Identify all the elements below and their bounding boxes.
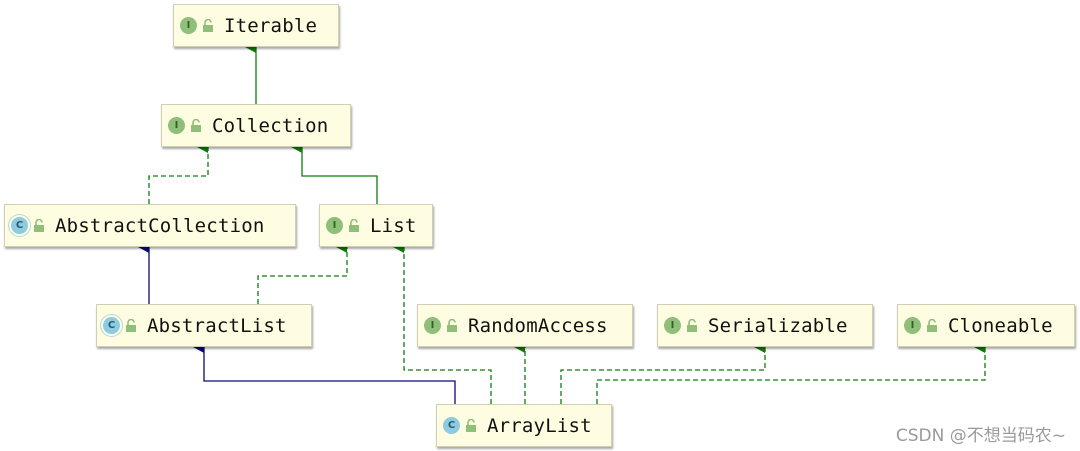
interface-icon: I: [664, 317, 681, 334]
unlocked-icon: [203, 18, 213, 32]
node-random-access[interactable]: I RandomAccess: [417, 304, 633, 347]
interface-icon: I: [326, 217, 343, 234]
unlocked-icon: [927, 318, 937, 332]
node-label: RandomAccess: [468, 314, 608, 337]
node-label: ArrayList: [487, 414, 592, 437]
node-label: List: [370, 214, 417, 237]
unlocked-icon: [349, 218, 359, 232]
node-array-list[interactable]: C ArrayList: [436, 404, 612, 447]
unlocked-icon: [687, 318, 697, 332]
edge-abstract_collection-to-collection: [148, 141, 209, 204]
node-abstract-list[interactable]: C AbstractList: [96, 304, 312, 347]
edge-abstract_list-to-list: [257, 241, 348, 304]
unlocked-icon: [126, 318, 136, 332]
node-label: Iterable: [224, 14, 318, 37]
node-label: AbstractList: [147, 314, 287, 337]
edge-array_list-to-list: [393, 241, 492, 404]
abstract-class-icon: C: [103, 317, 120, 334]
watermark: CSDN @不想当码农~: [895, 426, 1066, 446]
interface-icon: I: [180, 17, 197, 34]
node-collection[interactable]: I Collection: [161, 104, 351, 147]
node-abstract-collection[interactable]: C AbstractCollection: [4, 204, 296, 247]
node-label: Cloneable: [948, 314, 1053, 337]
node-label: Collection: [212, 114, 329, 137]
edge-array_list-to-serializable: [560, 341, 766, 404]
node-list[interactable]: I List: [319, 204, 433, 247]
node-serializable[interactable]: I Serializable: [657, 304, 873, 347]
interface-icon: I: [168, 117, 185, 134]
edge-array_list-to-abstract_list: [193, 341, 456, 404]
abstract-class-icon: C: [11, 217, 28, 234]
node-cloneable[interactable]: I Cloneable: [897, 304, 1075, 347]
node-label: AbstractCollection: [55, 214, 265, 237]
unlocked-icon: [191, 118, 201, 132]
class-icon: C: [443, 417, 460, 434]
unlocked-icon: [447, 318, 457, 332]
interface-icon: I: [904, 317, 921, 334]
unlocked-icon: [34, 218, 44, 232]
node-iterable[interactable]: I Iterable: [173, 4, 339, 47]
node-label: Serializable: [708, 314, 848, 337]
unlocked-icon: [466, 418, 476, 432]
interface-icon: I: [424, 317, 441, 334]
edge-array_list-to-cloneable: [596, 341, 986, 404]
edge-list-to-collection: [291, 141, 378, 204]
